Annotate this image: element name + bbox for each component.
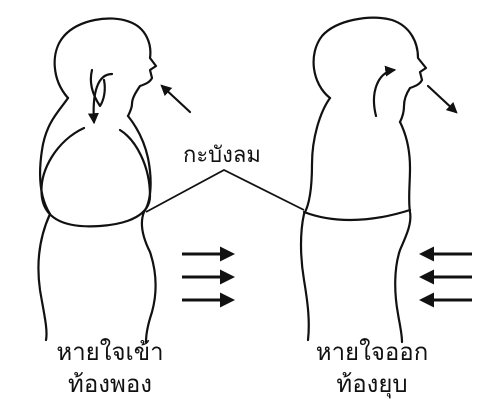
exhale-caption-line1: หายใจออก — [292, 340, 452, 364]
inhale-back — [38, 98, 68, 340]
inhale-caption-line1: หายใจเข้า — [30, 340, 190, 364]
inhale-figure — [38, 18, 190, 342]
exhale-caption: หายใจออก ท้องยุบ — [292, 340, 452, 404]
exhale-diaphragm-curve — [304, 210, 410, 220]
exhale-head-outline — [314, 18, 426, 122]
exhale-airflow — [374, 70, 394, 116]
inhale-head-outline — [55, 18, 156, 116]
diaphragm-label: กะบังลม — [183, 145, 261, 167]
inhale-nose-arrow — [162, 86, 190, 112]
exhale-caption-line2: ท้องยุบ — [292, 372, 452, 396]
exhale-figure — [301, 18, 456, 342]
exhale-belly-arrows — [422, 254, 472, 300]
inhale-belly-arrows — [182, 254, 232, 300]
inhale-caption-line2: ท้องพอง — [30, 372, 190, 396]
inhale-caption: หายใจเข้า ท้องพอง — [30, 340, 190, 404]
exhale-chest-belly — [395, 122, 410, 342]
diaphragm-pointer — [146, 170, 304, 212]
exhale-nose-arrow — [428, 86, 456, 112]
inhale-lungs — [41, 128, 150, 226]
inhale-chest-belly — [128, 116, 156, 342]
inhale-throat — [91, 70, 105, 106]
